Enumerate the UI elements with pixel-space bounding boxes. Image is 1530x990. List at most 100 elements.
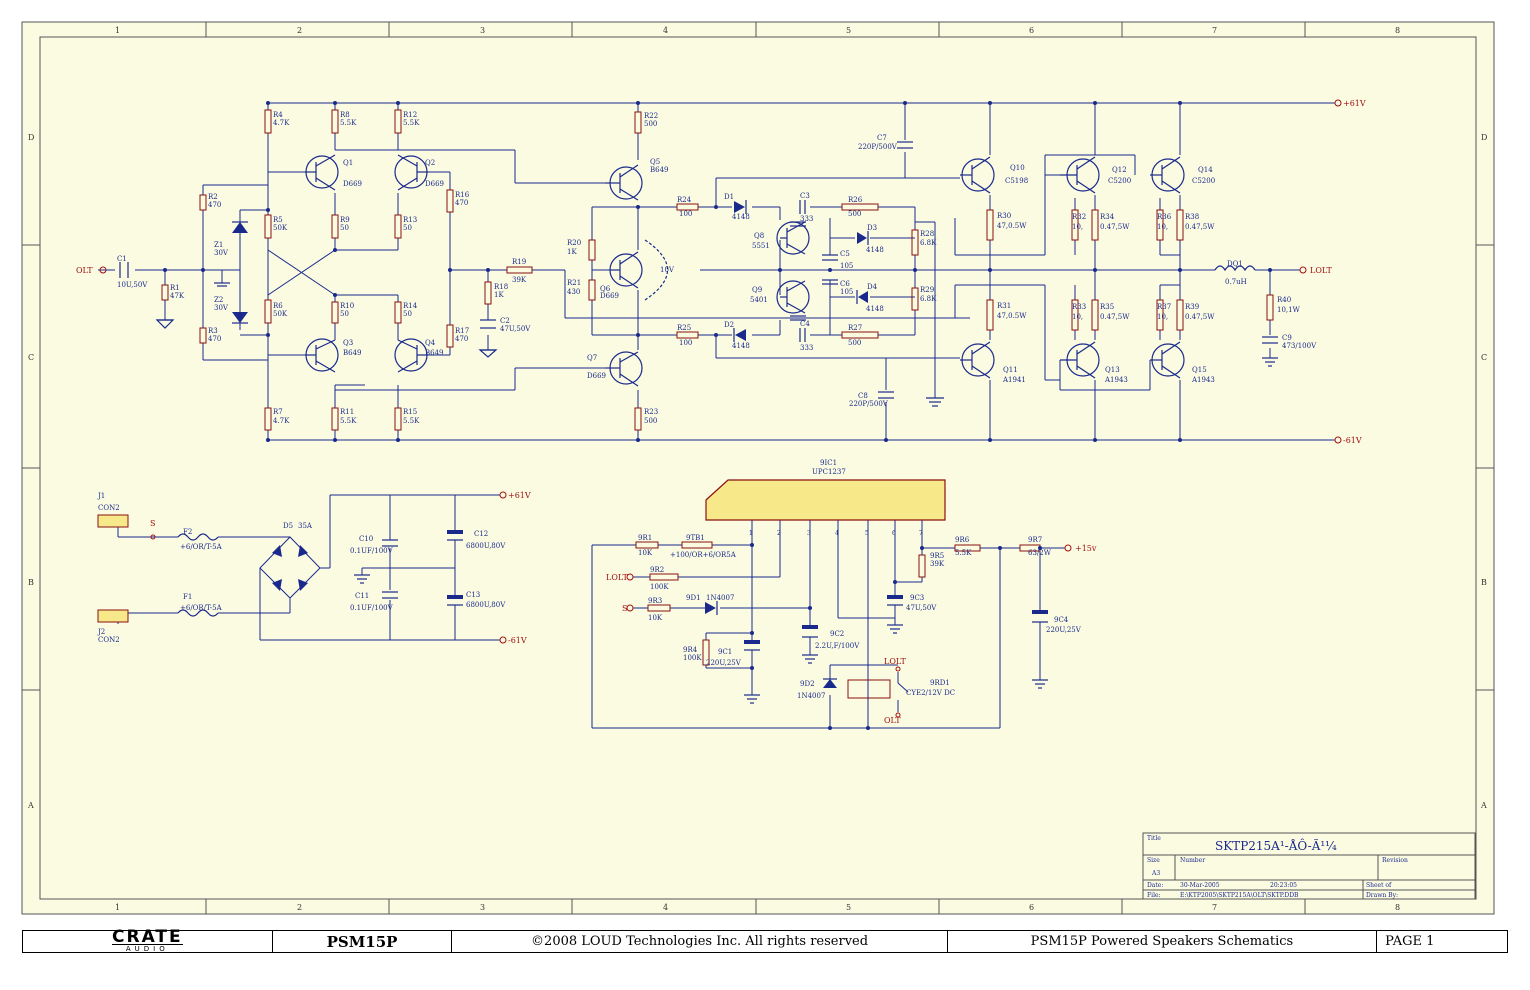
ic1-val: UPC1237 (812, 468, 846, 476)
vbe-voltage-label: 10V (660, 266, 675, 274)
r6-val: 50K (273, 310, 288, 318)
zone-col-7b: 7 (1212, 903, 1217, 912)
9tb1-val: +100/OR+6/OR5A (670, 551, 737, 559)
net-rly-bot: OLT (884, 716, 901, 725)
9r5-ref: 9R5 (930, 552, 944, 560)
r7-ref: R7 (273, 408, 283, 416)
amp-diodes (232, 200, 869, 342)
r28-ref: R28 (920, 230, 934, 238)
net-lolt-in: LOLT (606, 573, 629, 582)
z1-ref: Z1 (214, 241, 223, 249)
c5-val: 105 (840, 262, 853, 270)
r8-ref: R8 (340, 111, 350, 119)
tb-date: 30-Mar-2005 (1180, 882, 1220, 889)
ic-pin-6: 6 (892, 530, 896, 537)
f1-ref: F1 (183, 593, 192, 601)
r21-val: 430 (567, 288, 580, 296)
ic-pin-2: 2 (777, 530, 781, 537)
r12-ref: R12 (403, 111, 417, 119)
c1-val: 10U,50V (117, 281, 148, 289)
q10-val: C5198 (1005, 177, 1028, 185)
r10-ref: R10 (340, 302, 354, 310)
c4-val: 333 (800, 344, 813, 352)
9r6-ref: 9R6 (955, 536, 970, 544)
amplifier-wiring (98, 102, 1335, 441)
9d1-val: 1N4007 (706, 594, 734, 602)
r31-val: 47,0.5W (997, 312, 1027, 320)
z1-val: 30V (214, 249, 229, 257)
r1-ref: R1 (170, 284, 180, 292)
c3-val: 333 (800, 215, 813, 223)
r15-ref: R15 (403, 408, 417, 416)
q10-ref: Q10 (1010, 164, 1025, 172)
rail-pos-label: +61V (1343, 99, 1366, 108)
d1-val: 4148 (732, 213, 750, 221)
r22-val: 500 (644, 120, 657, 128)
tb-size-label: Size (1147, 857, 1160, 864)
9d2-val: 1N4007 (797, 692, 825, 700)
r39-val: 0.47,5W (1185, 313, 1215, 321)
z2-val: 30V (214, 304, 229, 312)
9c2-val: 2.2U,F/100V (815, 642, 860, 650)
r38-val: 0.47,5W (1185, 223, 1215, 231)
r40-ref: R40 (1277, 296, 1291, 304)
9c4-ref: 9C4 (1054, 616, 1069, 624)
r16-ref: R16 (455, 191, 470, 199)
amp-transistors (305, 154, 1256, 387)
q9-ref: Q9 (752, 286, 762, 294)
r17-ref: R17 (455, 327, 469, 335)
zone-col-7: 7 (1212, 26, 1217, 35)
tb-sheet-label: Sheet of (1366, 882, 1392, 889)
zone-row-c: C (28, 353, 34, 362)
net-in-label: OLT (76, 266, 93, 275)
c13-val: 6800U,80V (466, 601, 506, 609)
r32-ref: R32 (1072, 213, 1086, 221)
r26-ref: R26 (848, 196, 863, 204)
r4-val: 4.7K (273, 119, 290, 127)
r18-ref: R18 (494, 283, 508, 291)
protect-labels: 9IC1 UPC1237 1 2 3 4 5 6 7 LOLT S +15v L… (606, 459, 1097, 725)
r35-ref: R35 (1100, 303, 1114, 311)
q4-ref: Q4 (425, 339, 436, 347)
r1-val: 47K (170, 292, 185, 300)
tb-file-label: File: (1147, 892, 1161, 899)
r34-ref: R34 (1100, 213, 1115, 221)
r3-val: 470 (208, 335, 221, 343)
c6-ref: C6 (840, 280, 850, 288)
rail-neg-label: -61V (1343, 436, 1362, 445)
r16-val: 470 (455, 199, 468, 207)
r11-val: 5.5K (340, 417, 357, 425)
amp-junctions (163, 101, 1272, 442)
r4-ref: R4 (273, 111, 283, 119)
q3-val: B649 (343, 349, 362, 357)
q2-ref: Q2 (425, 159, 435, 167)
r35-val: 0.47,5W (1100, 313, 1130, 321)
q12-val: C5200 (1108, 177, 1131, 185)
r2-ref: R2 (208, 193, 218, 201)
9r1-ref: 9R1 (638, 534, 652, 542)
brand-logo: CRATE AUDIO (23, 926, 273, 953)
r18-val: 1K (494, 291, 504, 299)
q14-ref: Q14 (1198, 166, 1213, 174)
9r7-val: 63/2W (1028, 549, 1052, 557)
brand-logo-text: CRATE (112, 926, 183, 947)
psu-pos-label: +61V (508, 491, 531, 500)
c1-ref: C1 (117, 255, 127, 263)
q11-ref: Q11 (1003, 366, 1018, 374)
zone-col-2: 2 (297, 26, 302, 35)
q6-ref: Q6 (600, 285, 611, 293)
title-block: Title SKTP215A¹-ÅÔ-Ã¹¼ Size A3 Number Re… (1142, 832, 1476, 900)
j1-val: CON2 (98, 504, 120, 512)
r13-ref: R13 (403, 216, 417, 224)
q7-ref: Q7 (587, 354, 597, 362)
r23-ref: R23 (644, 408, 658, 416)
c8-ref: C8 (858, 392, 868, 400)
zone-col-8: 8 (1395, 26, 1400, 35)
r20-ref: R20 (567, 239, 581, 247)
c3-ref: C3 (800, 192, 810, 200)
q4-val: B649 (425, 349, 444, 357)
ic-pin-4: 4 (835, 530, 839, 537)
r11-ref: R11 (340, 408, 354, 416)
footer-bar: CRATE AUDIO PSM15P ©2008 LOUD Technologi… (22, 926, 1508, 953)
